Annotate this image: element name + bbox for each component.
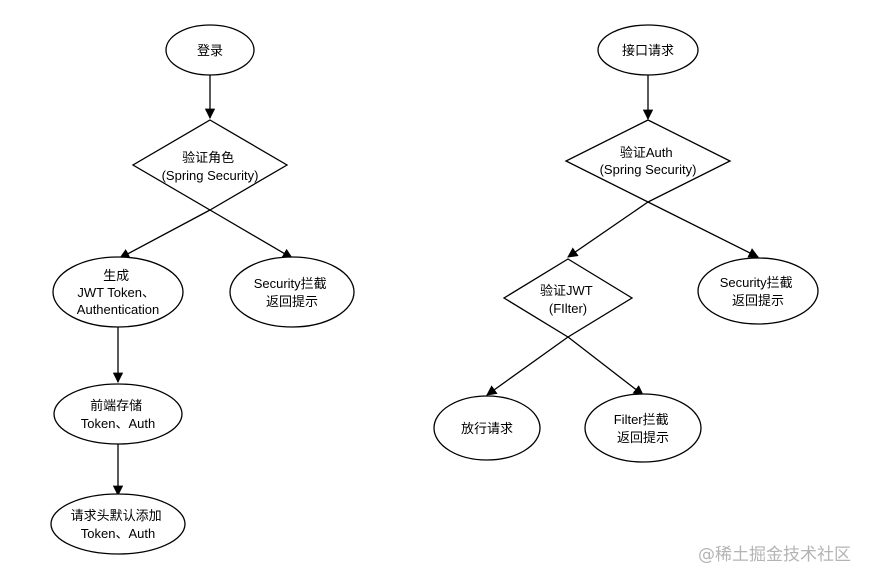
svg-text:验证角色 (Spring Security): 验证角色 (Spring Security) <box>162 150 259 183</box>
node-right-security-block-line-2: 返回提示 <box>732 293 784 308</box>
node-verify-auth: 验证Auth (Spring Security) <box>564 119 732 203</box>
node-filter-block-line-2: 返回提示 <box>617 430 669 445</box>
edge-verify-auth-to-verify-jwt <box>567 201 649 258</box>
svg-text:Security拦截 返回提示: Security拦截 返回提示 <box>254 276 331 309</box>
node-verify-role-line-1: 验证角色 <box>182 150 234 165</box>
node-generate-token-line-3: Authentication <box>77 302 159 317</box>
node-verify-auth-line-2: (Spring Security) <box>600 162 697 177</box>
edge-verify-auth-to-security-block <box>647 201 759 258</box>
svg-text:接口请求: 接口请求 <box>622 43 674 58</box>
edge-verify-role-to-generate-token <box>119 209 211 259</box>
node-verify-jwt-line-1: 验证JWT <box>540 283 593 298</box>
node-login-line-1: 登录 <box>197 43 223 58</box>
node-verify-jwt-line-2: (FIlter) <box>549 301 587 316</box>
edge-verify-jwt-to-filter-block <box>567 336 644 396</box>
node-request-header: 请求头默认添加 Token、Auth <box>50 493 186 555</box>
node-frontend-store-line-1: 前端存储 <box>90 398 142 413</box>
svg-text:Security拦截 返回提示: Security拦截 返回提示 <box>720 275 797 308</box>
node-generate-token-line-1: 生成 <box>103 268 129 283</box>
node-generate-token: 生成 JWT Token、 Authentication <box>52 256 184 328</box>
svg-text:Filter拦截 返回提示: Filter拦截 返回提示 <box>614 412 673 445</box>
node-allow-request: 放行请求 <box>433 395 541 461</box>
node-right-security-block: Security拦截 返回提示 <box>697 257 819 325</box>
node-api-request-line-1: 接口请求 <box>622 43 674 58</box>
node-generate-token-line-2: JWT Token、 <box>77 285 155 300</box>
node-allow-request-line-1: 放行请求 <box>461 421 513 436</box>
node-left-security-block: Security拦截 返回提示 <box>229 256 355 328</box>
node-request-header-line-2: Token、Auth <box>81 526 155 541</box>
edge-verify-role-to-security-block <box>209 209 293 259</box>
watermark-text: @稀土掘金技术社区 <box>698 545 851 565</box>
node-request-header-line-1: 请求头默认添加 <box>71 508 162 523</box>
node-filter-block-line-1: Filter拦截 <box>614 412 669 427</box>
node-frontend-store-line-2: Token、Auth <box>81 416 155 431</box>
node-api-request: 接口请求 <box>597 24 699 76</box>
svg-text:生成 JWT Token、 Auth: 生成 JWT Token、 Authentication <box>77 268 159 317</box>
node-verify-jwt: 验证JWT (FIlter) <box>502 258 634 338</box>
node-verify-auth-line-1: 验证Auth <box>620 145 673 160</box>
edge-verify-jwt-to-allow-request <box>486 336 569 396</box>
svg-text:放行请求: 放行请求 <box>461 421 513 436</box>
svg-text:验证JWT (FIlter): 验证JWT (FIlter) <box>540 283 596 316</box>
node-filter-block: Filter拦截 返回提示 <box>584 393 702 463</box>
node-left-security-block-line-1: Security拦截 <box>254 276 327 291</box>
node-right-security-block-line-1: Security拦截 <box>720 275 793 290</box>
node-login: 登录 <box>165 24 255 76</box>
svg-text:验证Auth (Spring Security): 验证Auth (Spring Security) <box>600 145 697 177</box>
node-frontend-store: 前端存储 Token、Auth <box>53 383 183 445</box>
node-verify-role-line-2: (Spring Security) <box>162 168 259 183</box>
node-left-security-block-line-2: 返回提示 <box>266 294 318 309</box>
svg-text:请求头默认添加 Token、Auth: 请求头默认添加 Token、Auth <box>71 508 166 541</box>
node-verify-role: 验证角色 (Spring Security) <box>131 119 289 211</box>
svg-text:前端存储 Token、Auth: 前端存储 Token、Auth <box>81 398 155 431</box>
svg-text:登录: 登录 <box>197 43 223 58</box>
